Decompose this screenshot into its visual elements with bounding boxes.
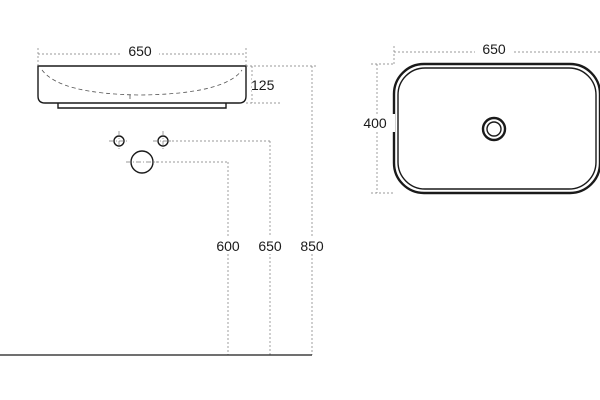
drain-inner: [486, 121, 502, 137]
top-view: 650 400: [359, 40, 600, 195]
bowl-hidden-line: [41, 69, 243, 96]
tap-height-label: 600: [216, 238, 240, 254]
side-view: 650 125 600: [0, 42, 329, 356]
basin-side-outline: [37, 65, 247, 104]
basin-top-inner: [397, 67, 597, 190]
side-height-label: 125: [251, 77, 275, 93]
basin-top-outline: [392, 62, 600, 195]
basin-base: [57, 103, 227, 109]
rim-height-label: 850: [300, 238, 324, 254]
top-width-label: 650: [482, 41, 506, 57]
waste-height-label: 650: [258, 238, 282, 254]
top-depth-label: 400: [363, 115, 387, 131]
drain-outer: [481, 116, 507, 142]
tap-hole-left: [109, 131, 129, 151]
side-width-label: 650: [128, 43, 152, 59]
